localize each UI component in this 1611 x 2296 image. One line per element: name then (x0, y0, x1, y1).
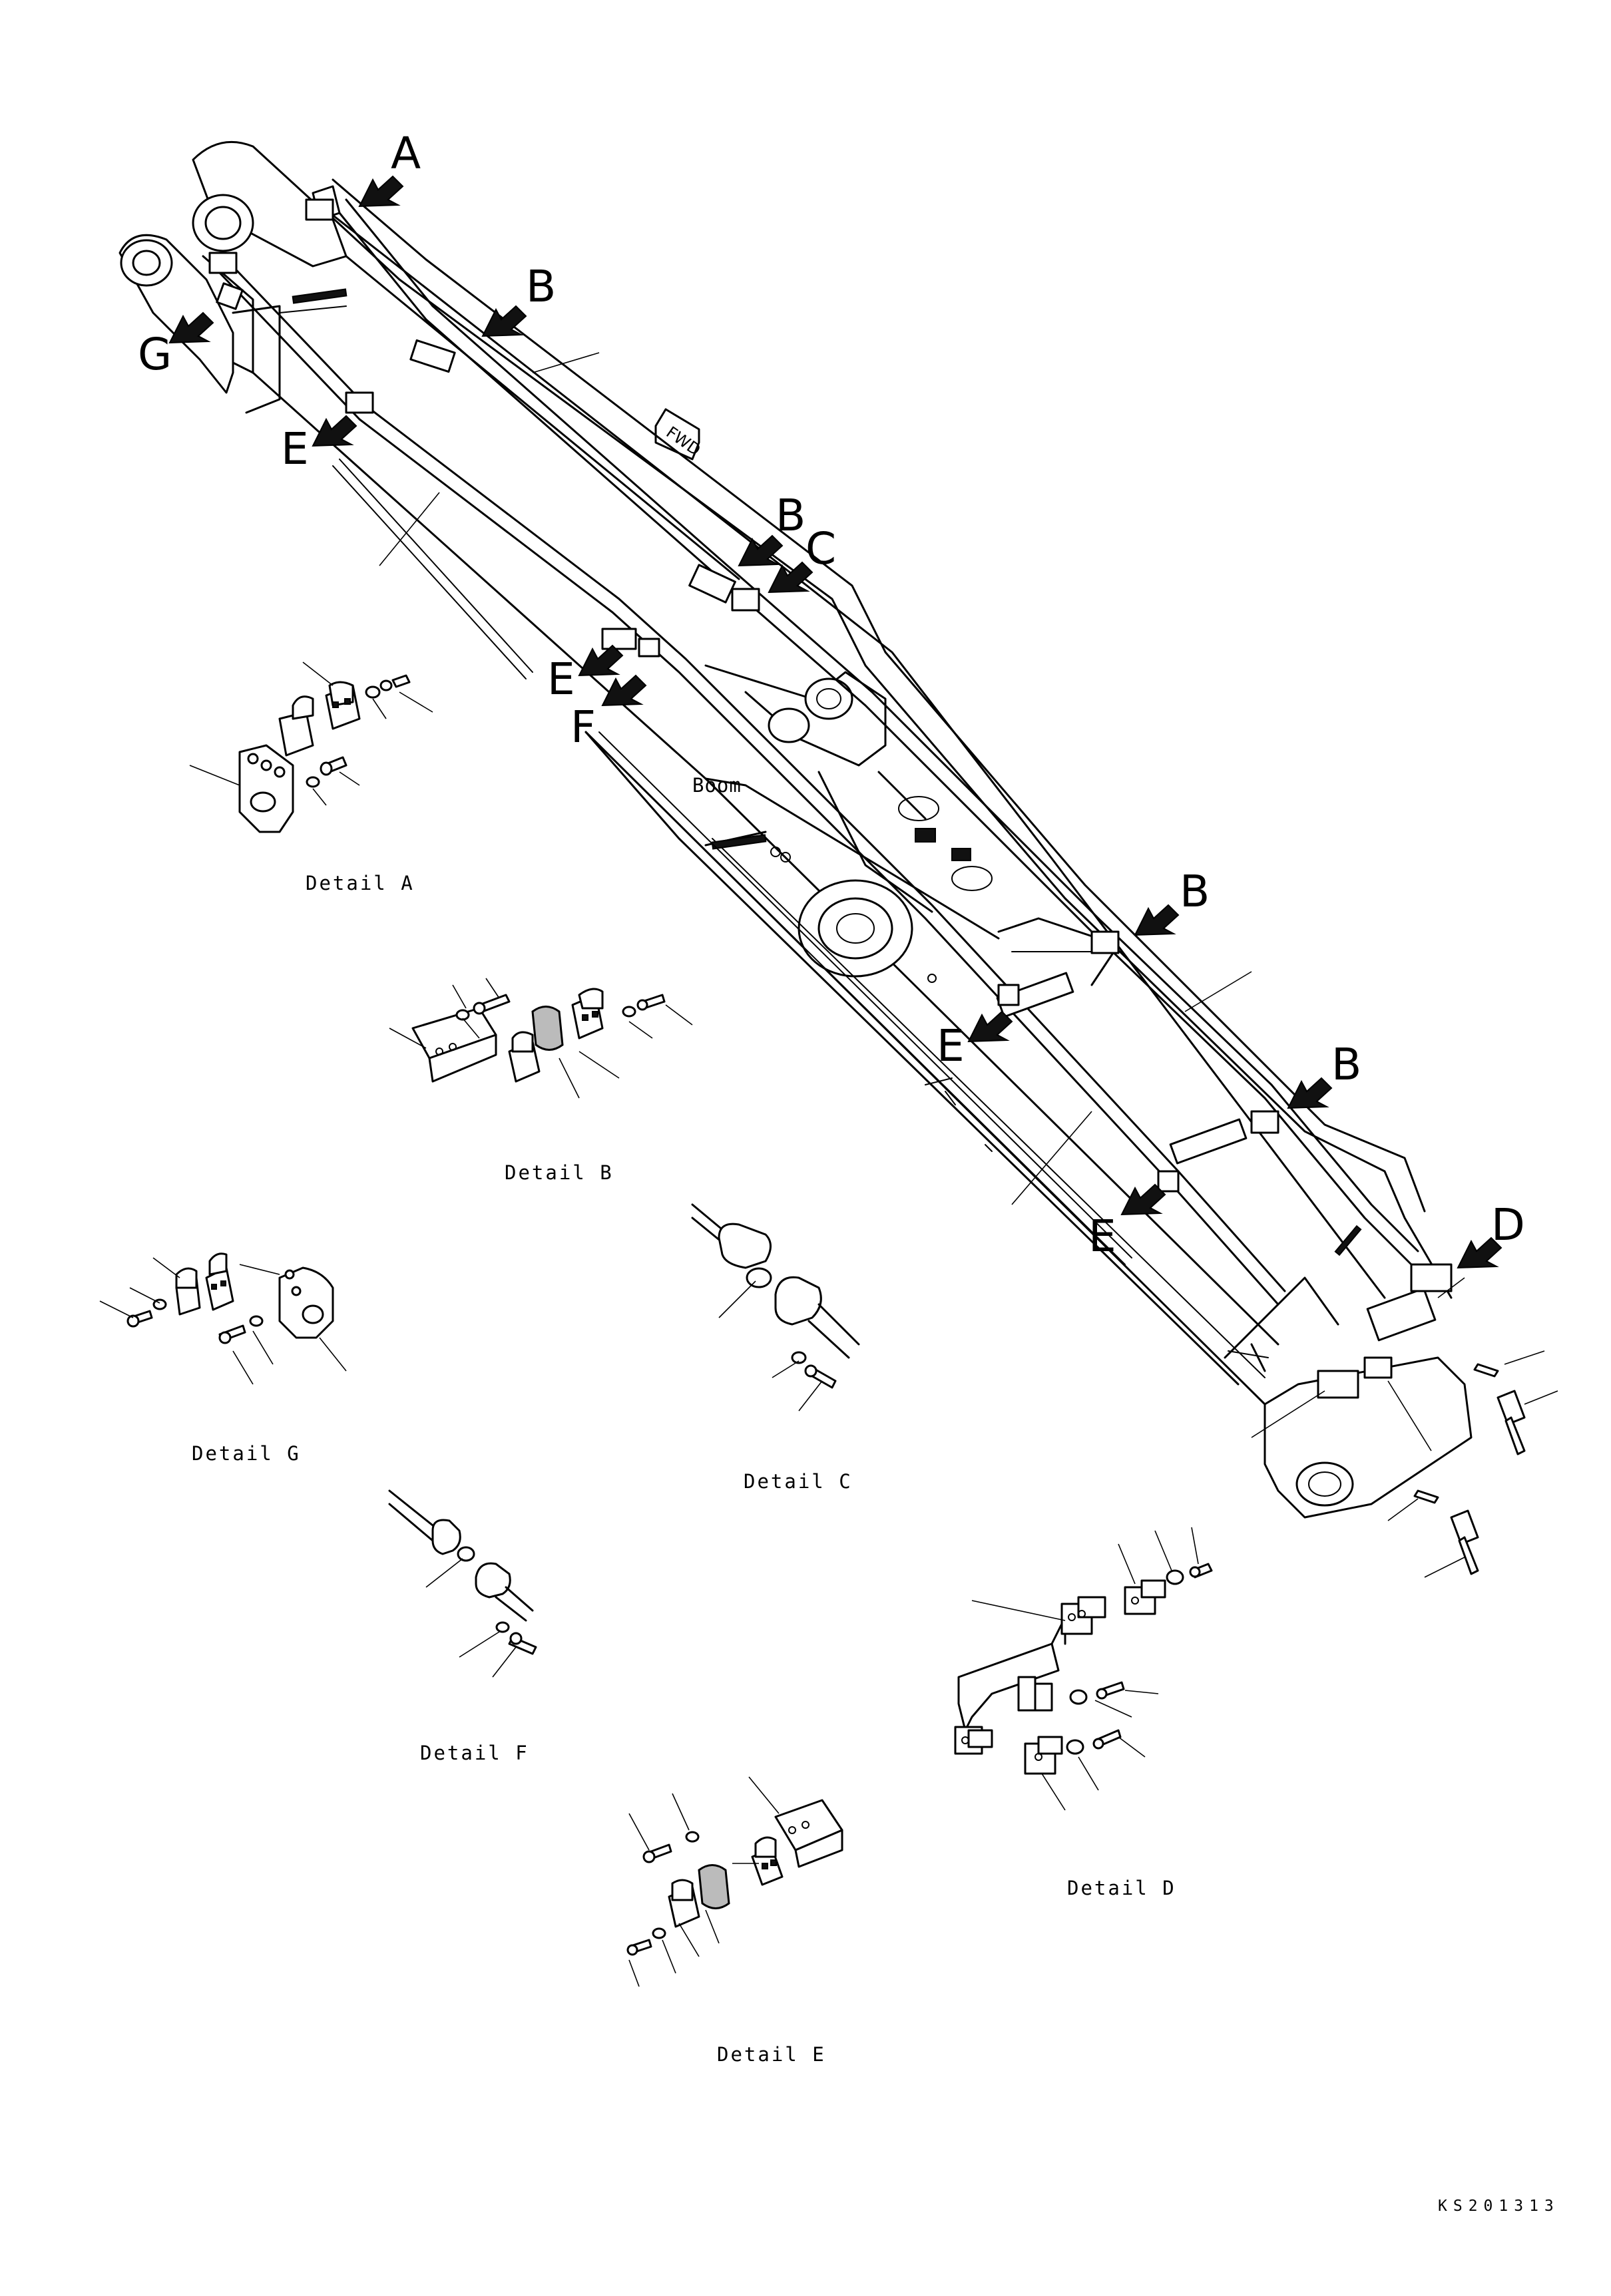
callout-arrow-b4-icon (1287, 1077, 1333, 1109)
callout-e3: E (937, 1020, 965, 1071)
callout-arrow-g-icon (168, 311, 214, 344)
boom-body (198, 178, 1473, 1519)
callout-arrows (168, 175, 1502, 1269)
callout-arrow-e2-icon (578, 644, 624, 677)
callout-f: F (571, 701, 596, 753)
callout-arrow-b1-icon (481, 305, 527, 337)
detail-f-caption: Detail F (420, 1742, 529, 1764)
detail-c-caption: Detail C (744, 1470, 853, 1493)
callout-b4: B (1331, 1039, 1361, 1090)
callout-arrow-e4-icon (1120, 1183, 1166, 1216)
callout-e4: E (1088, 1211, 1116, 1262)
callout-b1: B (526, 261, 556, 312)
detail-b-caption: Detail B (505, 1161, 614, 1184)
detail-a-caption: Detail A (306, 872, 415, 894)
detail-e-view: Detail E (626, 1776, 843, 2066)
detail-g-caption: Detail G (192, 1442, 301, 1465)
detail-d-caption: Detail D (1067, 1877, 1176, 1899)
callout-arrow-d-icon (1457, 1237, 1502, 1269)
callout-arrow-b2-icon (738, 534, 784, 567)
callout-arrow-a-icon (358, 175, 404, 208)
callout-e2: E (547, 654, 575, 705)
callout-arrow-f-icon (601, 674, 647, 707)
callout-arrow-e1-icon (312, 415, 357, 447)
fwd-arrow-icon: FWD (654, 408, 704, 461)
callout-arrow-e3-icon (967, 1010, 1013, 1043)
callout-b3: B (1180, 866, 1210, 917)
drawing-code: KS201313 (1438, 2198, 1560, 2215)
detail-b-view: Detail B (389, 978, 693, 1184)
detail-c-view: Detail C (691, 1203, 860, 1493)
boom-nose (118, 140, 767, 850)
callout-e1: E (281, 423, 309, 475)
callout-d: D (1491, 1199, 1525, 1250)
callout-c: C (806, 523, 836, 574)
callout-g: G (138, 329, 172, 380)
callout-b2: B (776, 490, 806, 541)
detail-f-view: Detail F (388, 1489, 537, 1764)
callout-a: A (391, 128, 421, 179)
callout-letters: A G B E B C E F B E B E D (138, 128, 1525, 1262)
boom-label: Boom (692, 774, 742, 797)
callout-arrow-b3-icon (1134, 904, 1180, 936)
detail-d-view: Detail D (954, 1527, 1213, 1899)
detail-g-view: Detail G (99, 1252, 347, 1465)
boom-clamps (208, 185, 1558, 1578)
detail-e-caption: Detail E (717, 2043, 826, 2066)
detail-a-view: Detail A (189, 662, 433, 894)
callout-arrow-c-icon (768, 561, 813, 594)
